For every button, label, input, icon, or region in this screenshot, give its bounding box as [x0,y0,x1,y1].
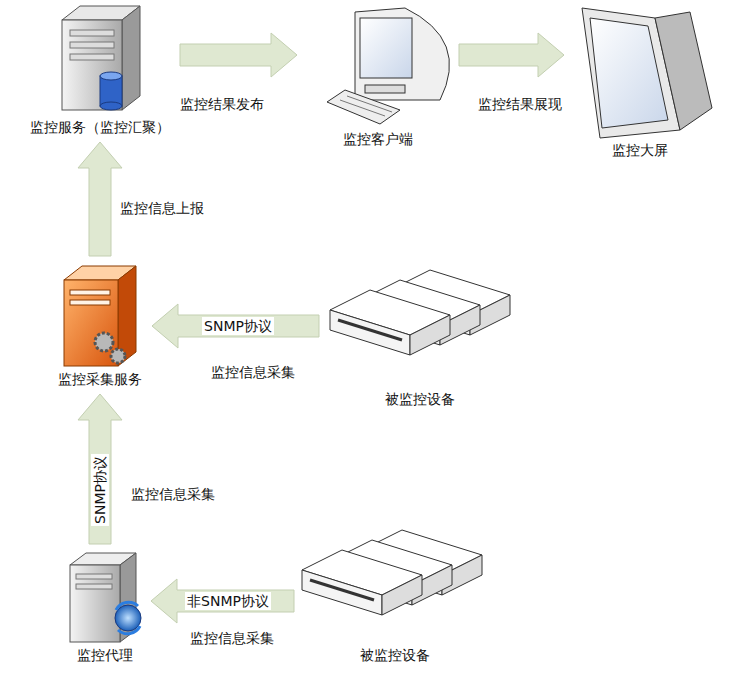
node-caption: 监控采集服务 [54,370,146,388]
arrow-label: 监控结果展现 [476,95,564,113]
node-caption: 监控客户端 [303,130,453,148]
node-caption: 被监控设备 [300,646,490,664]
device-node: 监控采集服务 [54,262,146,388]
block-arrow [152,304,319,348]
block-arrow [151,579,294,623]
device-node: 被监控设备 [300,548,490,664]
collection-server-icon [64,266,136,366]
icon-slot [26,2,174,118]
device-node: 监控大屏 [570,3,710,159]
block-arrow [180,33,297,77]
big-screen-icon [582,8,712,138]
annotation-label: 监控信息采集 [209,363,297,381]
icon-slot [54,262,146,370]
device-stack-icon [330,270,510,355]
device-stack-icon [302,530,482,615]
arrow-label: 非SNMP协议 [185,592,271,610]
device-node: 监控代理 [65,550,145,664]
device-node: 被监控设备 [325,268,515,408]
annotation-label: 监控信息采集 [188,629,276,647]
icon-slot [325,268,515,390]
node-caption: 被监控设备 [325,390,515,408]
node-caption: 监控代理 [65,646,145,664]
node-caption: 监控服务（监控汇聚） [26,118,174,136]
block-arrow [78,394,122,544]
arrow-label: 监控结果发布 [178,95,266,113]
icon-slot [300,548,490,646]
node-caption: 监控大屏 [570,141,710,159]
icon-slot [570,3,710,141]
server-icon [62,6,140,110]
block-arrow [459,33,564,77]
arrow-label: SNMP协议 [202,317,274,335]
annotation-label: 监控信息采集 [129,485,217,503]
agent-icon [70,553,141,642]
client-pc-icon [327,8,449,124]
block-arrow [78,142,122,256]
arrow-label: SNMP协议 [91,454,109,526]
device-node: 监控客户端 [303,4,453,148]
icon-slot [65,550,145,646]
device-node: 监控服务（监控汇聚） [26,2,174,136]
icon-slot [303,4,453,130]
arrow-label: 监控信息上报 [118,199,206,217]
